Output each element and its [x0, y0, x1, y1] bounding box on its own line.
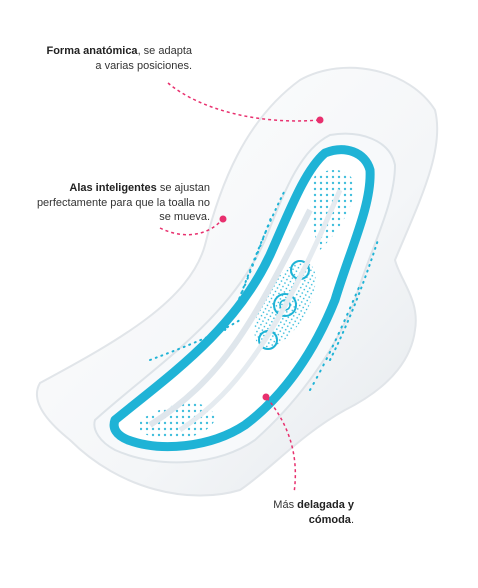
callout-smart-wings-title: Alas inteligentes [69, 182, 157, 194]
callout-thinner-title: delagada y cómoda [297, 499, 354, 526]
callout-anatomic-shape: Forma anatómica, se adapta a varias posi… [40, 44, 192, 73]
callout-line-wings [159, 219, 223, 236]
callout-anatomic-shape-text: , se adapta a varias posiciones. [95, 45, 192, 72]
callout-dot-shape [316, 116, 324, 124]
callout-smart-wings: Alas inteligentes se ajustan perfectamen… [28, 181, 210, 225]
callout-line-shape [167, 82, 320, 122]
callout-thinner: Más delagada y cómoda. [250, 498, 354, 527]
callout-thinner-lead: Más [273, 499, 298, 511]
callout-anatomic-shape-title: Forma anatómica [46, 45, 138, 57]
callout-thinner-end: . [350, 513, 354, 526]
callout-dot-thin [262, 393, 270, 401]
callout-dot-wings [219, 215, 227, 223]
callout-smart-wings-text: se ajustan perfectamente para que la toa… [36, 182, 210, 223]
